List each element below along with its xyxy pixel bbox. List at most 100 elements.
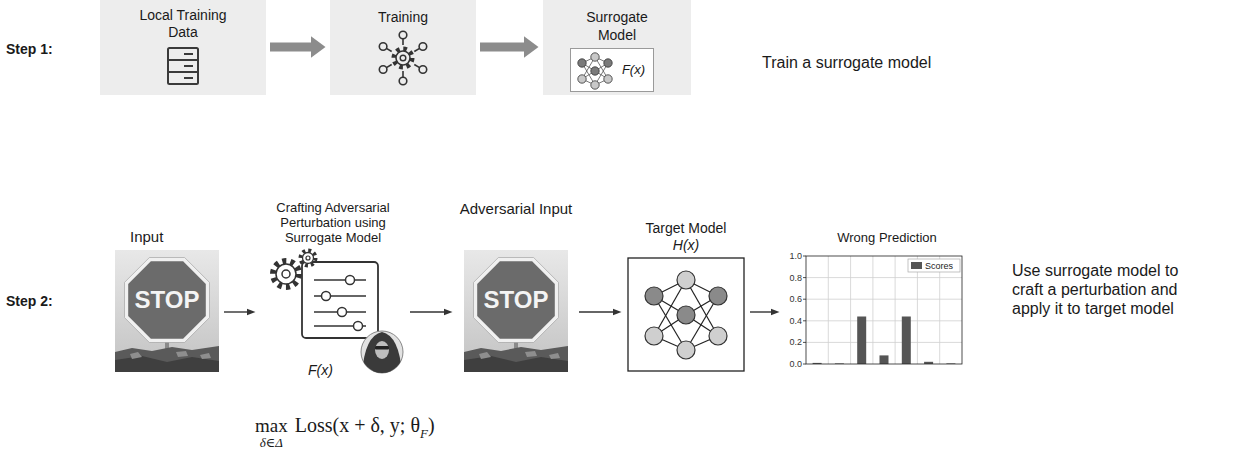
flow-arrow [270, 43, 311, 52]
model-function-box: F(x) [570, 48, 654, 92]
training-icon [402, 39, 404, 45]
label-holder: 0.8 [781, 272, 802, 284]
step-label: Step 1: [6, 40, 86, 58]
perturbation-tool-icon [338, 308, 347, 317]
perturbation-tool-icon [362, 332, 402, 376]
target-network-icon [645, 327, 663, 345]
flow-arrow [224, 311, 247, 312]
perturbation-tool-icon [314, 276, 366, 331]
training-icon [419, 66, 427, 74]
perturbation-tool-icon [346, 276, 355, 285]
stop-sign-photo [479, 351, 560, 359]
bar-chart [806, 320, 962, 321]
network-icon [591, 81, 599, 89]
flow-arrow [579, 311, 613, 312]
process-box: Training [330, 0, 476, 95]
formula-operator: max [255, 416, 288, 436]
bar-chart [806, 256, 962, 364]
server-icon [168, 71, 198, 73]
bar-chart [803, 256, 806, 364]
data-box: Local Training Data [100, 0, 266, 95]
training-icon [379, 43, 387, 51]
training-icon [396, 51, 410, 65]
box-title: Surrogate Model [572, 8, 662, 44]
perturbation-tool-icon [314, 279, 366, 281]
perturbation-tool-icon [273, 261, 299, 287]
legend-holder: Scores [925, 260, 965, 272]
training-icon [419, 43, 427, 51]
target-model: Target ModelH(x) [624, 218, 748, 373]
function-name: H(x) [673, 237, 699, 254]
perturbation-tool-icon [303, 253, 314, 264]
flow-arrow [480, 43, 524, 52]
label-holder: Loss(x + δ, y; θ [295, 414, 420, 436]
flow-arrow [750, 311, 771, 312]
image-title: Adversarial Input [460, 200, 573, 217]
max-operator: maxδ∈Δ [255, 416, 288, 450]
label-holder: Train a surrogate model [762, 53, 1022, 73]
bar-chart [803, 364, 806, 365]
model-title: Target Model [646, 220, 727, 237]
sign-text: STOP [117, 285, 217, 315]
prediction-chart: Wrong Prediction [782, 226, 972, 376]
label-holder: 0.6 [781, 293, 802, 305]
training-icon [414, 65, 419, 68]
bar-chart [806, 256, 962, 364]
server-icon [184, 53, 193, 55]
function-name: F(x) [622, 62, 645, 78]
stop-sign-photo [464, 346, 568, 372]
network-icon [591, 67, 599, 75]
perturbation-tool-icon [302, 262, 378, 338]
target-network-icon [645, 287, 663, 305]
axis-tick: 0.0 [781, 358, 802, 370]
formula-subscript: F [420, 427, 428, 441]
bar-chart [902, 317, 911, 365]
target-network-icon [677, 306, 695, 324]
target-network-icon [677, 271, 695, 289]
label-holder: Use surrogate model to craft a perturbat… [1012, 261, 1197, 318]
network-icon [591, 53, 599, 61]
bar-chart [857, 317, 866, 365]
axis-tick: 0.8 [781, 272, 802, 284]
sign-text: STOP [466, 285, 566, 315]
training-icon [399, 77, 407, 85]
axis-tick: 0.2 [781, 336, 802, 348]
label-holder: Step 2: [6, 292, 86, 310]
stop-sign-photo [464, 250, 568, 372]
perturbation-tool-icon [306, 256, 310, 260]
formula-body: ) [428, 414, 435, 436]
bar-chart [803, 320, 806, 321]
stop-sign-photo [115, 346, 219, 372]
loss-formula: maxδ∈Δ Loss(x + δ, y; θF) [255, 414, 435, 450]
bar-chart [806, 342, 962, 343]
stop-sign-photo [464, 250, 568, 372]
network-icon [604, 75, 612, 83]
box-title: Training [378, 9, 428, 26]
step-label: Step 2: [6, 292, 86, 310]
perturbation-tool-icon [282, 270, 290, 278]
perturbation-tool-icon [375, 341, 389, 359]
server-icon [168, 59, 198, 61]
training-icon [386, 65, 391, 68]
server-icon [184, 77, 193, 79]
step-note: Train a surrogate model [762, 53, 1022, 73]
server-icon [168, 48, 198, 84]
bar-chart [803, 277, 806, 278]
label-holder: 0.4 [781, 315, 802, 327]
network-icon [578, 75, 586, 83]
bar-chart [895, 256, 896, 364]
target-network-icon [677, 341, 695, 359]
bar-chart [806, 299, 962, 300]
axis-tick: 1.0 [781, 250, 802, 262]
chart-title: Wrong Prediction [837, 230, 936, 246]
bar-chart [872, 256, 873, 364]
perturbation-tool-icon [354, 322, 363, 331]
step-title: Crafting Adversarial Perturbation using … [260, 200, 406, 245]
server-icon [168, 48, 198, 84]
label-holder: δ∈Δ [260, 436, 283, 450]
training-icon [379, 66, 387, 74]
bar-chart [828, 256, 829, 364]
stop-sign-photo [115, 250, 219, 372]
attack-step: Crafting Adversarial Perturbation using … [258, 198, 408, 380]
image-title: Input [130, 228, 163, 246]
